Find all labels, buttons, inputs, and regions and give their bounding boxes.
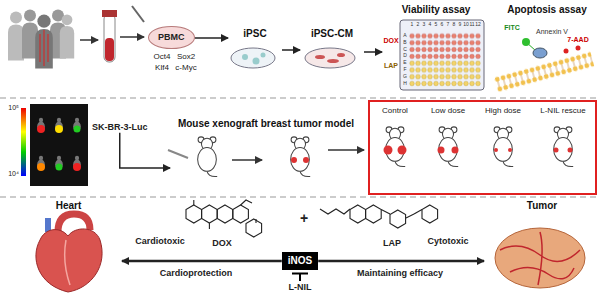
label-text: Cardioprotection — [160, 268, 233, 278]
node-text: Heart — [15, 200, 122, 212]
node-text: Tumor — [484, 200, 600, 212]
label-text: High dose — [485, 106, 521, 115]
arrow-connector — [318, 260, 484, 263]
tumor-picture — [495, 228, 585, 288]
node-text: iPSC-CM — [300, 28, 364, 40]
assay-panel: Apoptosis assay — [494, 4, 600, 92]
bioluminescence-image — [21, 104, 88, 186]
node-text: Apoptosis assay — [494, 4, 600, 16]
label-text: C — [403, 47, 407, 53]
label-text: DOX — [383, 37, 398, 45]
label-text: 8 — [453, 22, 456, 28]
row-separators — [0, 98, 600, 197]
petri-dish: PBMC — [148, 26, 195, 49]
label-text: 5 — [435, 22, 438, 28]
heart-picture — [36, 214, 102, 292]
label-text: 10⁵ — [8, 104, 19, 112]
label-text: 2 — [417, 22, 420, 28]
node-text: PBMC — [158, 32, 185, 43]
inhibition-bar — [292, 274, 308, 282]
lap-structure — [320, 205, 438, 228]
xenograft-mice — [168, 137, 310, 177]
organ-panel: Heart — [15, 200, 122, 298]
label-text: 9 — [459, 22, 462, 28]
well-plate — [400, 20, 484, 90]
model-panel: Mouse xenograft breast tumor model — [170, 118, 362, 194]
label-text: L-NIL rescue — [540, 106, 586, 115]
label-text: F — [403, 67, 406, 73]
arrow-connector — [195, 37, 229, 39]
label-text: E — [403, 60, 406, 66]
label-text: 11 — [469, 22, 474, 28]
node-text: iNOS — [288, 255, 312, 267]
node-text: Mouse xenograft breast tumor model — [170, 118, 362, 130]
arrow-connector — [120, 133, 170, 168]
label-text: Maintaining efficacy — [357, 268, 443, 278]
label-text: LAP — [384, 62, 398, 70]
culture-dish: iPSC-CM — [300, 28, 364, 72]
arrow-connector — [364, 51, 382, 53]
label-text: Cardiotoxic — [135, 236, 185, 246]
label-text: Low dose — [431, 106, 465, 115]
label-text: Oct4 — [154, 52, 171, 61]
label-text: 10⁴ — [8, 170, 19, 178]
arrow-connector — [122, 260, 282, 263]
label-text: 3 — [423, 22, 426, 28]
apoptosis-membrane — [494, 38, 595, 93]
label-text: 7 — [447, 22, 450, 28]
label-text: D — [403, 53, 407, 59]
label-text: Annexin V — [536, 28, 568, 36]
label-text: A — [403, 33, 406, 39]
dox-structure — [186, 200, 262, 237]
culture-dish: iPSC — [228, 28, 282, 72]
label-text: L-NIL — [289, 282, 312, 292]
organ-panel: Tumor — [484, 200, 600, 298]
node-text: Viability assay — [382, 4, 490, 16]
label-text: 1 — [411, 22, 414, 28]
label-text: LAP — [383, 238, 401, 248]
label-text: DOX — [212, 238, 232, 248]
label-text: 12 — [475, 22, 481, 28]
layout-arrows — [80, 37, 364, 160]
treatment-groups — [369, 101, 596, 194]
label-text: c-Myc — [175, 63, 196, 72]
node-text: SK-BR-3-Luc — [92, 122, 148, 133]
label-text: Control — [382, 106, 408, 115]
assay-panel: Viability assay — [382, 4, 490, 92]
blood-tube — [102, 6, 144, 62]
label-text: H — [403, 81, 407, 87]
cell-line-box: SK-BR-3-Luc — [92, 122, 148, 133]
donor-people — [8, 10, 74, 69]
label-text: Sox2 — [177, 52, 195, 61]
target-box: iNOS — [282, 252, 318, 270]
label-text: 7-AAD — [567, 36, 588, 44]
label-text: G — [403, 74, 407, 80]
label-text: 6 — [441, 22, 444, 28]
label-text: 10 — [463, 22, 469, 28]
node-text: iPSC — [228, 28, 282, 40]
label-text: 4 — [429, 22, 432, 28]
label-text: B — [403, 40, 406, 46]
label-text: Cytotoxic — [427, 236, 468, 246]
culture-dishes — [231, 48, 355, 68]
label-text: + — [300, 210, 308, 226]
label-text: FITC — [504, 24, 520, 32]
label-text: Klf4 — [155, 63, 169, 72]
arrow-connector — [282, 49, 300, 51]
